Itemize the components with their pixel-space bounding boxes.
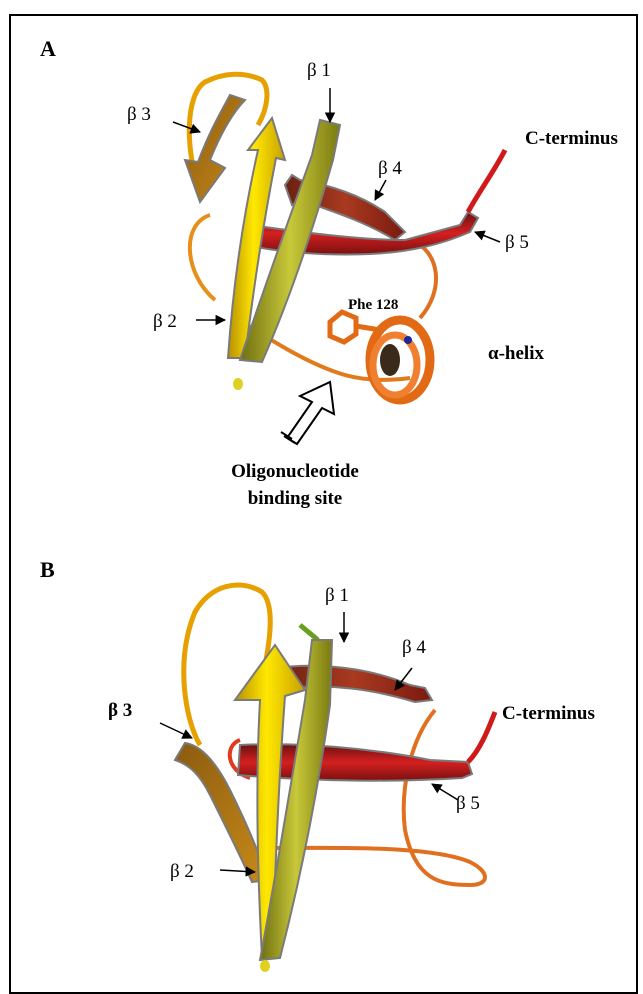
label-a-beta3: β 3	[127, 104, 151, 126]
coil-a-cterm	[468, 150, 505, 212]
label-b-beta1: β 1	[325, 585, 349, 607]
coil-a-left-loop	[190, 215, 215, 300]
label-a-beta5: β 5	[505, 232, 529, 254]
pointer-b-b5	[432, 784, 458, 800]
coil-b-green-stub	[300, 625, 318, 640]
coil-a-right-loop	[410, 240, 436, 318]
binding-site-caption: Oligonucleotide binding site	[215, 458, 375, 512]
pointer-a-b5	[475, 232, 500, 242]
label-b-beta4: β 4	[402, 637, 426, 659]
label-b-beta2: β 2	[170, 861, 194, 883]
coil-b-top-loop	[184, 585, 270, 745]
binding-site-caption-line2: binding site	[215, 485, 375, 512]
label-a-beta1: β 1	[307, 60, 331, 82]
panel-b-letter: B	[40, 557, 55, 583]
pointer-a-b3	[173, 122, 200, 132]
label-b-beta3: β 3	[108, 700, 132, 722]
strand-a-tip	[233, 378, 243, 390]
label-b-beta5: β 5	[456, 793, 480, 815]
pointer-b-b3	[160, 723, 192, 738]
panel-a-letter: A	[40, 36, 56, 62]
pointer-a-b4	[375, 180, 386, 200]
panel-a-structure	[173, 74, 505, 444]
label-a-phe128: Phe 128	[348, 297, 398, 314]
binding-site-arrow	[281, 382, 334, 444]
label-a-beta4: β 4	[378, 158, 402, 180]
label-a-cterminus: C-terminus	[525, 128, 618, 150]
label-a-alpha-helix: α-helix	[488, 343, 544, 365]
strand-a-beta3	[185, 95, 245, 202]
label-b-cterminus: C-terminus	[502, 703, 595, 725]
panel-b-structure	[160, 585, 495, 972]
strand-b-tip	[260, 960, 270, 972]
binding-site-caption-line1: Oligonucleotide	[215, 458, 375, 485]
label-a-beta2: β 2	[153, 311, 177, 333]
coil-b-cterm	[468, 712, 495, 762]
